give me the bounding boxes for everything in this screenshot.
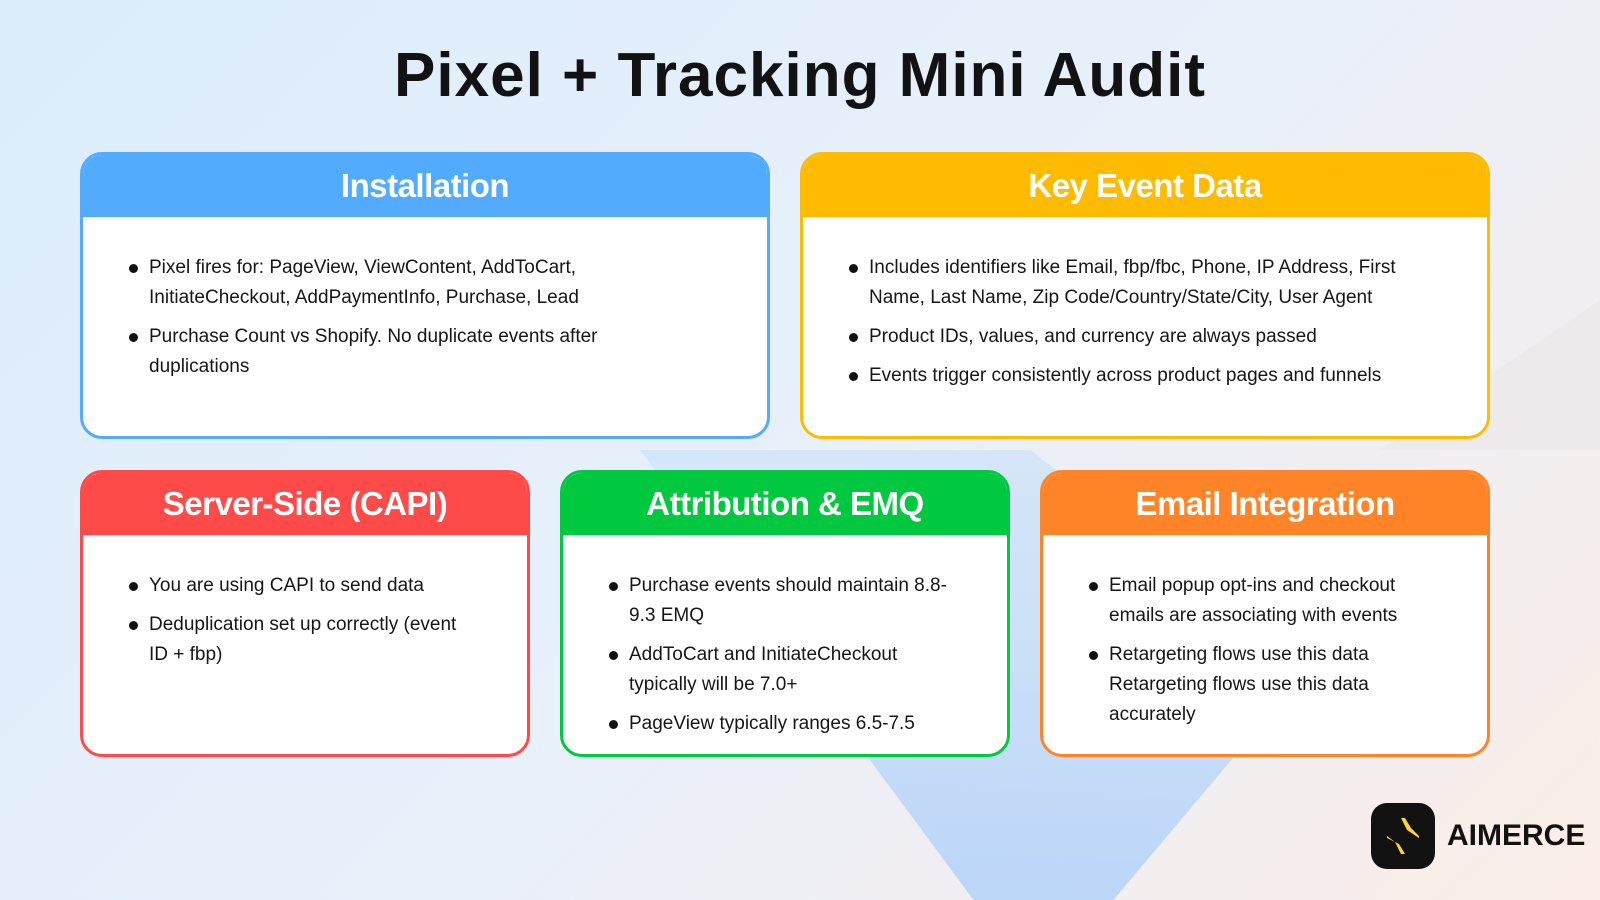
card-title: Installation	[340, 167, 510, 204]
card-title: Email Integration	[1135, 485, 1395, 522]
card-server-side: Server-Side (CAPI) You are using CAPI to…	[80, 470, 530, 757]
list-item: Purchase Count vs Shopify. No duplicate …	[127, 322, 647, 382]
list-item: Includes identifiers like Email, fbp/fbc…	[847, 253, 1447, 313]
card-installation: Installation Pixel fires for: PageView, …	[80, 152, 770, 439]
card-header-attribution-emq: Attribution & EMQ	[563, 473, 1007, 535]
card-title: Key Event Data	[1028, 167, 1262, 204]
list-item: PageView typically ranges 6.5-7.5	[607, 709, 967, 739]
card-header-server-side: Server-Side (CAPI)	[83, 473, 527, 535]
bullet-list: Includes identifiers like Email, fbp/fbc…	[847, 253, 1447, 391]
list-item: Events trigger consistently across produ…	[847, 361, 1447, 391]
page-title: Pixel + Tracking Mini Audit	[394, 41, 1206, 110]
bullet-list: Purchase events should maintain 8.8-9.3 …	[607, 571, 967, 739]
list-item: AddToCart and InitiateCheckout typically…	[607, 640, 937, 700]
list-item: Deduplication set up correctly (event ID…	[127, 610, 477, 670]
list-item: Email popup opt-ins and checkout emails …	[1087, 571, 1432, 631]
card-email-integration: Email Integration Email popup opt-ins an…	[1040, 470, 1490, 757]
aimerce-logo-icon	[1371, 803, 1435, 869]
list-item: You are using CAPI to send data	[127, 571, 487, 601]
list-item: Pixel fires for: PageView, ViewContent, …	[127, 253, 627, 313]
card-header-key-event-data: Key Event Data	[803, 155, 1487, 217]
card-title: Attribution & EMQ	[646, 485, 924, 522]
card-attribution-emq: Attribution & EMQ Purchase events should…	[560, 470, 1010, 757]
bullet-list: Email popup opt-ins and checkout emails …	[1087, 571, 1447, 730]
list-item: Retargeting flows use this data Retarget…	[1087, 640, 1397, 730]
card-header-email-integration: Email Integration	[1043, 473, 1487, 535]
card-header-installation: Installation	[83, 155, 767, 217]
bullet-list: You are using CAPI to send data Deduplic…	[127, 571, 487, 670]
bullet-list: Pixel fires for: PageView, ViewContent, …	[127, 253, 727, 382]
card-title: Server-Side (CAPI)	[162, 485, 448, 522]
list-item: Purchase events should maintain 8.8-9.3 …	[607, 571, 947, 631]
card-key-event-data: Key Event Data Includes identifiers like…	[800, 152, 1490, 439]
list-item: Product IDs, values, and currency are al…	[847, 322, 1447, 352]
brand-logo: AIMERCE	[1371, 803, 1585, 869]
brand-name: AIMERCE	[1447, 819, 1586, 852]
